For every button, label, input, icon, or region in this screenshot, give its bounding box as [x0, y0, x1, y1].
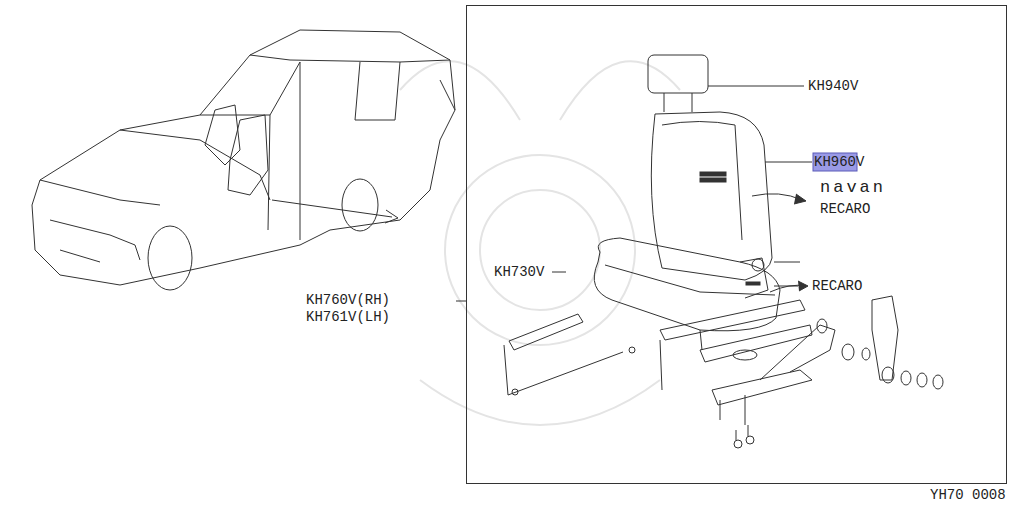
part-number: KH761V(LH)	[306, 309, 390, 325]
part-number: KH960V	[814, 154, 864, 170]
part-number: KH760V(RH)	[306, 292, 390, 308]
brand-name: navan	[820, 180, 886, 196]
leader-line	[456, 301, 466, 302]
brand-name: RECARO	[812, 278, 862, 294]
watermark	[400, 61, 680, 425]
figure-code: YH70 0008	[930, 487, 1006, 503]
part-number: KH940V	[808, 78, 858, 94]
car-outline	[32, 30, 455, 290]
detail-frame	[467, 6, 1007, 484]
leader-lines	[552, 86, 812, 292]
part-number: KH730V	[494, 264, 544, 280]
brand-name: RECARO	[820, 201, 870, 217]
seat-drawing	[504, 55, 943, 448]
